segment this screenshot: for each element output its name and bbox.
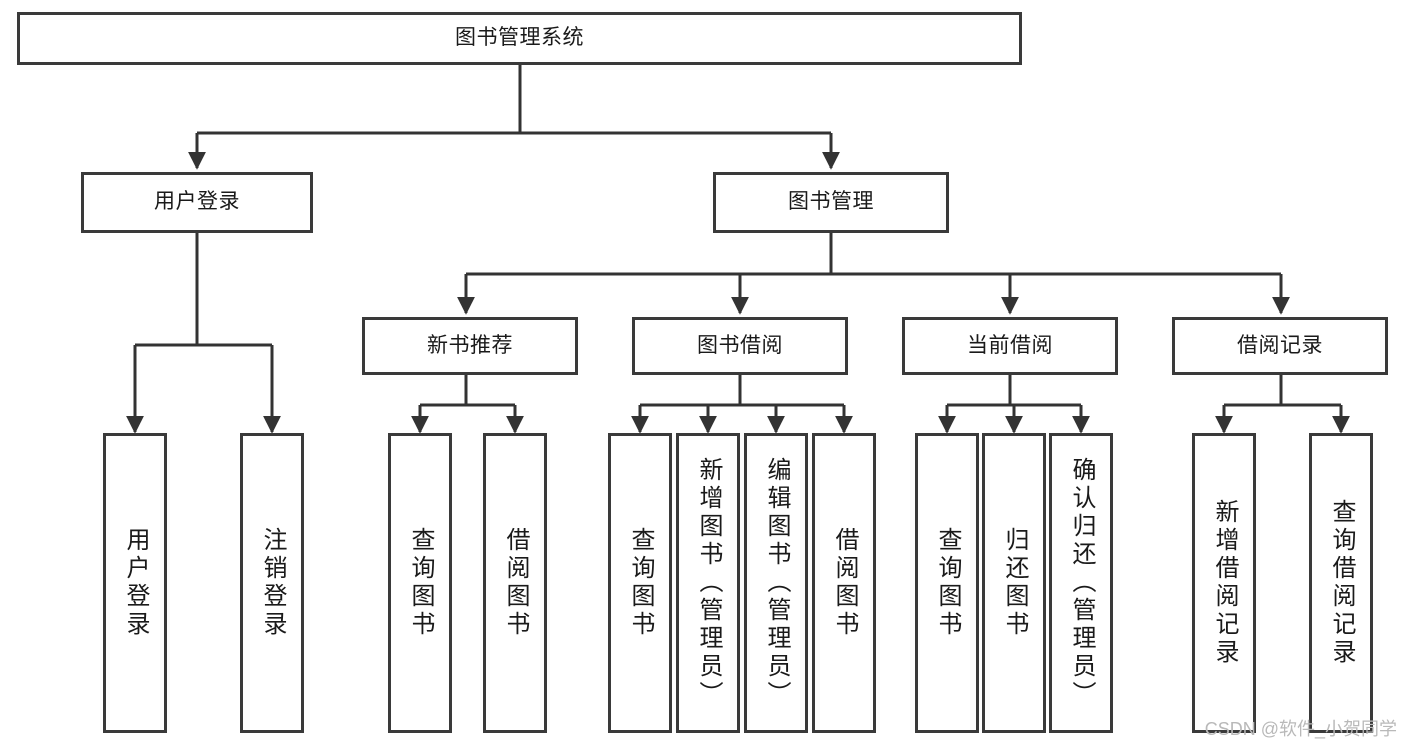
node-leaf-borrow-book-2[interactable]: 借阅图书 — [812, 433, 876, 733]
node-leaf-return-book[interactable]: 归还图书 — [982, 433, 1046, 733]
node-book-manage[interactable]: 图书管理 — [713, 172, 949, 233]
node-leaf-return-book-label: 归还图书 — [1001, 527, 1028, 639]
node-current-borrow[interactable]: 当前借阅 — [902, 317, 1118, 375]
node-leaf-confirm-return-label: 确认归还（管理员） — [1068, 457, 1095, 709]
node-borrow-record[interactable]: 借阅记录 — [1172, 317, 1388, 375]
node-user-login[interactable]: 用户登录 — [81, 172, 313, 233]
node-leaf-borrow-book-2-label: 借阅图书 — [831, 527, 858, 639]
node-leaf-query-book-2-label: 查询图书 — [627, 527, 654, 639]
node-leaf-query-book-1[interactable]: 查询图书 — [388, 433, 452, 733]
node-book-borrow[interactable]: 图书借阅 — [632, 317, 848, 375]
node-leaf-user-login-label: 用户登录 — [122, 527, 149, 639]
node-leaf-user-login[interactable]: 用户登录 — [103, 433, 167, 733]
node-leaf-user-logout[interactable]: 注销登录 — [240, 433, 304, 733]
node-leaf-query-book-2[interactable]: 查询图书 — [608, 433, 672, 733]
node-leaf-edit-book[interactable]: 编辑图书（管理员） — [744, 433, 808, 733]
node-leaf-user-logout-label: 注销登录 — [259, 527, 286, 639]
watermark: CSDN @软件_小贺同学 — [1204, 719, 1397, 739]
node-leaf-edit-book-label: 编辑图书（管理员） — [763, 457, 790, 709]
node-leaf-add-record[interactable]: 新增借阅记录 — [1192, 433, 1256, 733]
node-root-label: 图书管理系统 — [455, 26, 584, 50]
node-new-book-recommend[interactable]: 新书推荐 — [362, 317, 578, 375]
node-leaf-query-book-3[interactable]: 查询图书 — [915, 433, 979, 733]
node-leaf-borrow-book-1-label: 借阅图书 — [502, 527, 529, 639]
node-current-borrow-label: 当前借阅 — [967, 333, 1053, 357]
node-root[interactable]: 图书管理系统 — [17, 12, 1022, 65]
node-leaf-confirm-return[interactable]: 确认归还（管理员） — [1049, 433, 1113, 733]
node-book-borrow-label: 图书借阅 — [697, 333, 783, 357]
node-user-login-label: 用户登录 — [154, 190, 240, 214]
node-leaf-add-book-label: 新增图书（管理员） — [695, 457, 722, 709]
node-leaf-query-book-1-label: 查询图书 — [407, 527, 434, 639]
node-borrow-record-label: 借阅记录 — [1237, 333, 1323, 357]
node-new-book-recommend-label: 新书推荐 — [427, 333, 513, 357]
node-leaf-add-record-label: 新增借阅记录 — [1211, 499, 1238, 667]
node-leaf-borrow-book-1[interactable]: 借阅图书 — [483, 433, 547, 733]
node-leaf-add-book[interactable]: 新增图书（管理员） — [676, 433, 740, 733]
node-book-manage-label: 图书管理 — [788, 190, 874, 214]
node-leaf-query-book-3-label: 查询图书 — [934, 527, 961, 639]
node-leaf-query-record-label: 查询借阅记录 — [1328, 499, 1355, 667]
node-leaf-query-record[interactable]: 查询借阅记录 — [1309, 433, 1373, 733]
